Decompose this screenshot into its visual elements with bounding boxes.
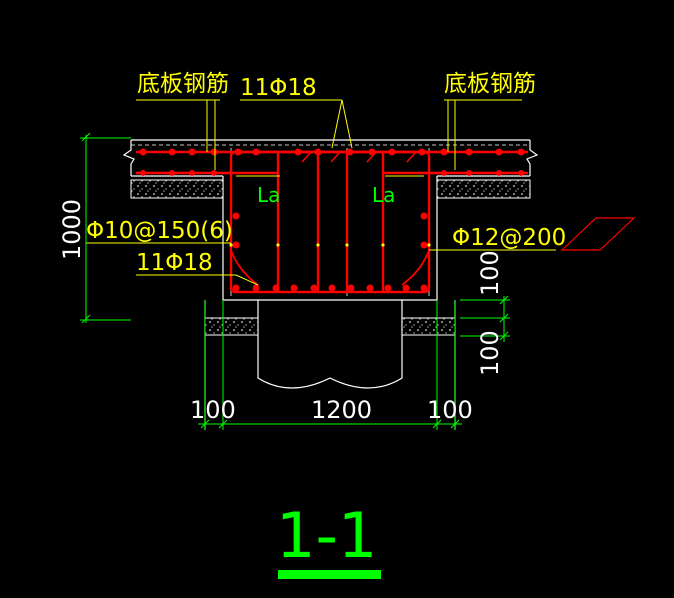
dim-right-lower: 100: [476, 330, 504, 376]
dim-bottom-left: 100: [190, 396, 236, 424]
beam-rebar-dots: [232, 212, 428, 292]
stirrup-label: Φ10@150(6): [86, 218, 233, 244]
dim-bottom-width: 1200: [311, 396, 372, 424]
dimension-lines: [80, 132, 510, 430]
bottom-bars-label: 11Φ18: [136, 250, 213, 276]
top-rebar-dots: [139, 148, 525, 176]
dim-right-upper: 100: [476, 250, 504, 296]
dim-bottom-right: 100: [427, 396, 473, 424]
rebar-group: [136, 150, 528, 294]
title-underline: [278, 570, 381, 579]
slab-rebar-label-left: 底板钢筋: [137, 71, 229, 97]
tie-markers: [229, 243, 431, 247]
dim-height: 1000: [58, 199, 86, 260]
anchor-label-left: La: [257, 183, 280, 207]
section-title: 1-1: [276, 499, 377, 572]
section-marker: [560, 217, 636, 251]
slab-rebar-label-right: 底板钢筋: [444, 71, 536, 97]
anchor-label-right: La: [372, 183, 395, 207]
side-bars-label: Φ12@200: [452, 225, 566, 251]
leader-lines: [86, 99, 556, 286]
top-bars-label: 11Φ18: [240, 75, 317, 101]
